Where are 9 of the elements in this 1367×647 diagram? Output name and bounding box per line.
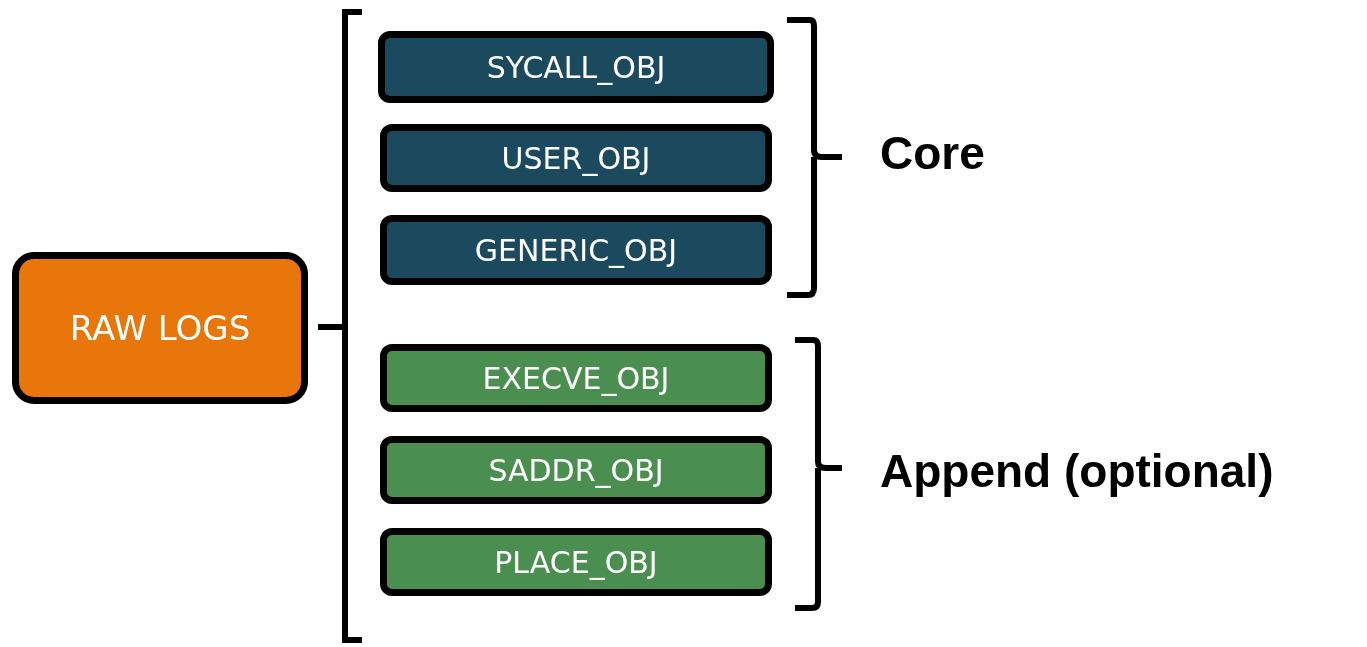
- source-box: RAW LOGS: [12, 252, 308, 404]
- object-box: SYCALL_OBJ: [378, 31, 774, 103]
- object-box: EXECVE_OBJ: [380, 344, 772, 412]
- object-box: SADDR_OBJ: [380, 436, 772, 504]
- object-box: PLACE_OBJ: [380, 528, 772, 596]
- object-box: USER_OBJ: [380, 124, 772, 192]
- group-label: Append (optional): [880, 444, 1274, 498]
- group-label: Core: [880, 126, 985, 180]
- object-box: GENERIC_OBJ: [380, 215, 772, 285]
